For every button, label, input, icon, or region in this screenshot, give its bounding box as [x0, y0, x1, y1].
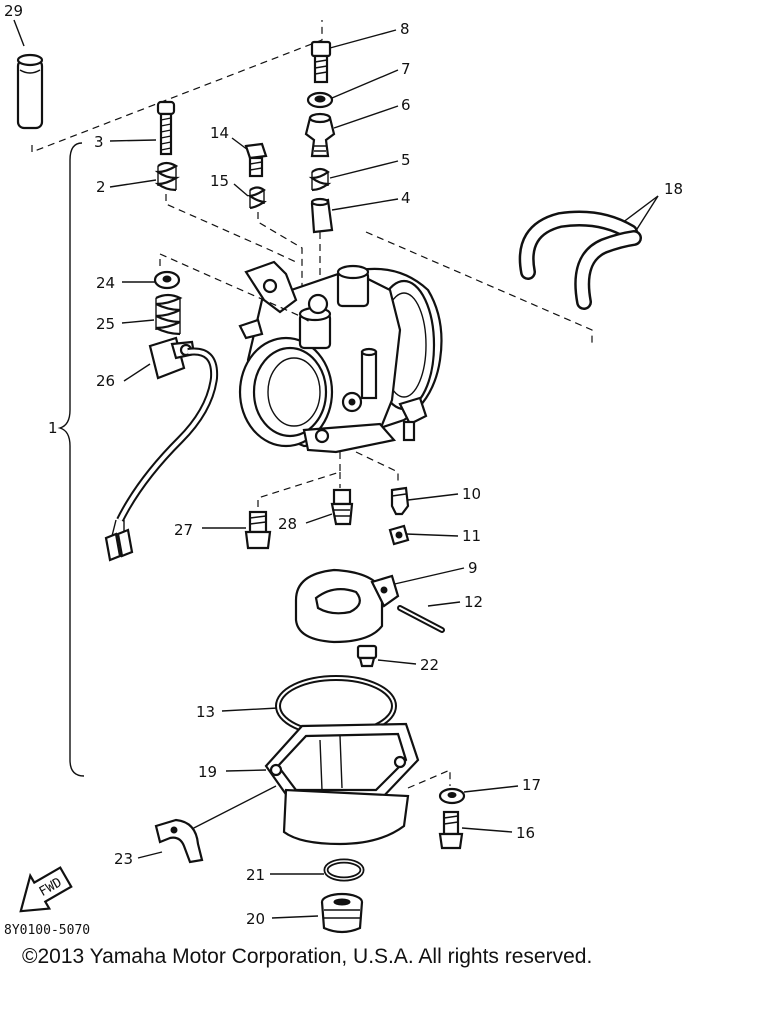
part-label-2: 2 — [96, 178, 106, 196]
part-label-26: 26 — [96, 372, 115, 390]
part-16-screw — [438, 810, 464, 850]
part-23-clamp — [154, 818, 204, 864]
part-12-float-pin — [397, 605, 445, 633]
part-2-spring — [154, 161, 180, 192]
part-label-28: 28 — [278, 515, 297, 533]
part-label-21: 21 — [246, 866, 265, 884]
part-6-holder — [304, 112, 336, 158]
part-22-valve-seat — [356, 644, 378, 668]
part-27-main-jet — [244, 510, 272, 550]
part-29-sleeve — [16, 53, 44, 130]
part-label-7: 7 — [401, 60, 411, 78]
part-15-spring — [247, 186, 267, 210]
part-label-3: 3 — [94, 133, 104, 151]
part-label-16: 16 — [516, 824, 535, 842]
part-label-27: 27 — [174, 521, 193, 539]
part-label-11: 11 — [462, 527, 481, 545]
assembly-bracket — [57, 142, 85, 777]
part-18-hose — [518, 210, 642, 310]
part-label-14: 14 — [210, 124, 229, 142]
part-11-clip — [388, 524, 410, 546]
part-7-washer — [306, 91, 334, 109]
part-label-8: 8 — [400, 20, 410, 38]
forward-arrow-icon: FWD — [19, 866, 73, 913]
part-label-4: 4 — [401, 189, 411, 207]
part-label-1: 1 — [48, 419, 58, 437]
copyright-notice: ©2013 Yamaha Motor Corporation, U.S.A. A… — [22, 945, 593, 968]
part-label-25: 25 — [96, 315, 115, 333]
part-label-22: 22 — [420, 656, 439, 674]
part-label-17: 17 — [522, 776, 541, 794]
part-label-19: 19 — [198, 763, 217, 781]
part-label-9: 9 — [468, 559, 478, 577]
part-label-23: 23 — [114, 850, 133, 868]
part-10-needle-valve — [390, 486, 410, 516]
diagram-code: 8Y0100-5070 — [4, 923, 90, 938]
part-24-washer — [153, 270, 181, 290]
part-17-washer — [438, 787, 466, 805]
part-26-starter-plunger — [104, 336, 219, 562]
part-14-screw — [244, 142, 268, 178]
part-19-float-chamber — [264, 722, 420, 846]
part-4-needle-jet — [310, 197, 334, 234]
part-label-15: 15 — [210, 172, 229, 190]
part-label-13: 13 — [196, 703, 215, 721]
part-label-29: 29 — [4, 2, 23, 20]
part-label-5: 5 — [401, 151, 411, 169]
part-label-6: 6 — [401, 96, 411, 114]
part-28-pilot-jet — [330, 488, 354, 526]
part-label-12: 12 — [464, 593, 483, 611]
part-20-drain-plug — [320, 892, 364, 934]
part-21-o-ring — [323, 858, 365, 882]
part-label-10: 10 — [462, 485, 481, 503]
part-label-18: 18 — [664, 180, 683, 198]
part-label-20: 20 — [246, 910, 265, 928]
part-5-spring — [308, 167, 332, 192]
part-9-float — [294, 568, 400, 644]
carburetor-body — [238, 260, 443, 454]
part-3-screw — [156, 100, 176, 156]
part-25-spring — [155, 293, 183, 336]
part-8-screw — [310, 40, 332, 84]
part-label-24: 24 — [96, 274, 115, 292]
